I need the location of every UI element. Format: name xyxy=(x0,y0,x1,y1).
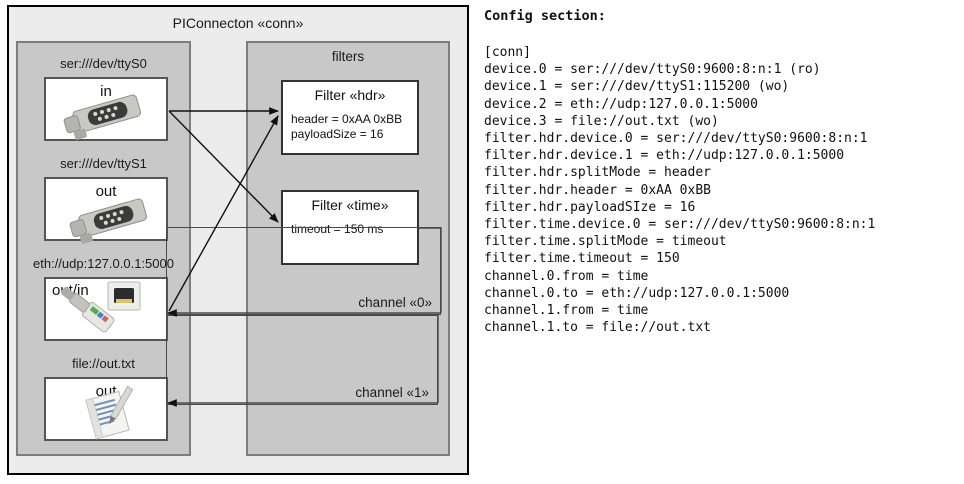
config-line: channel.1.to = file://out.txt xyxy=(484,320,711,336)
text-file-icon xyxy=(85,385,134,440)
device-label-eth: eth://udp:127.0.0.1:5000 xyxy=(33,256,174,271)
filter-props-time: timeout = 150 ms xyxy=(291,222,383,237)
config-heading: Config section: xyxy=(484,8,606,24)
device-io-label: out xyxy=(95,183,117,200)
config-line: filter.hdr.splitMode = header xyxy=(484,165,711,181)
channel-label-0: channel «0» xyxy=(358,295,432,310)
device-label-ttyS1: ser:///dev/ttyS1 xyxy=(60,156,147,171)
device-box-ttyS1[interactable]: out xyxy=(44,177,168,244)
device-box-eth[interactable]: out/in xyxy=(44,277,168,341)
channel-box-0[interactable]: channel «0» xyxy=(166,227,441,315)
config-section: Config section: [conn] device.0 = ser:///… xyxy=(481,0,964,484)
filter-prop: payloadSize = 16 xyxy=(291,127,384,141)
config-line: filter.hdr.device.0 = ser:///dev/ttyS0:9… xyxy=(484,131,868,147)
filter-prop: header = 0xAA 0xBB xyxy=(291,112,403,126)
config-line: device.2 = eth://udp:127.0.0.1:5000 xyxy=(484,96,758,112)
config-line: channel.0.to = eth://udp:127.0.0.1:5000 xyxy=(484,285,790,301)
config-line: device.1 = ser:///dev/ttyS1:115200 (wo) xyxy=(484,79,790,95)
filter-box-hdr[interactable]: Filter «hdr» header = 0xAA 0xBB payloadS… xyxy=(281,80,419,155)
config-line: [conn] xyxy=(484,45,531,60)
channel-box-1[interactable]: channel «1» xyxy=(166,315,438,405)
filter-title-time: Filter «time» xyxy=(311,197,389,213)
serial-connector-icon xyxy=(63,94,141,140)
device-label-ttyS0: ser:///dev/ttyS0 xyxy=(60,56,147,71)
config-line: channel.1.from = time xyxy=(484,303,649,319)
channel-label-1: channel «1» xyxy=(355,385,429,400)
device-io-label: in xyxy=(100,83,112,100)
filter-prop: timeout = 150 ms xyxy=(291,222,384,236)
config-line: device.3 = file://out.txt (wo) xyxy=(484,113,719,129)
filter-props-hdr: header = 0xAA 0xBB payloadSize = 16 xyxy=(291,112,402,142)
diagram-title: PIConnecton «conn» xyxy=(172,15,304,31)
config-line: filter.time.timeout = 150 xyxy=(484,251,680,267)
device-label-file: file://out.txt xyxy=(72,356,135,371)
config-line: channel.0.from = time xyxy=(484,268,649,284)
config-line: filter.hdr.header = 0xAA 0xBB xyxy=(484,182,711,198)
config-line: device.0 = ser:///dev/ttyS0:9600:8:n:1 (… xyxy=(484,62,821,78)
config-text-block: [conn] device.0 = ser:///dev/ttyS0:9600:8… xyxy=(484,44,875,336)
device-box-file[interactable]: out xyxy=(44,377,168,441)
config-line: filter.hdr.device.1 = eth://udp:127.0.0.… xyxy=(484,148,845,164)
config-line: filter.time.splitMode = timeout xyxy=(484,234,727,250)
config-line: filter.hdr.payloadSIze = 16 xyxy=(484,199,696,215)
device-box-ttyS0[interactable]: in xyxy=(44,77,168,141)
ethernet-plug-icon xyxy=(61,281,141,333)
filter-title-hdr: Filter «hdr» xyxy=(314,87,386,103)
filters-group-title: filters xyxy=(331,49,365,64)
config-line: filter.time.device.0 = ser:///dev/ttyS0:… xyxy=(484,217,876,233)
serial-connector-icon xyxy=(69,198,147,244)
